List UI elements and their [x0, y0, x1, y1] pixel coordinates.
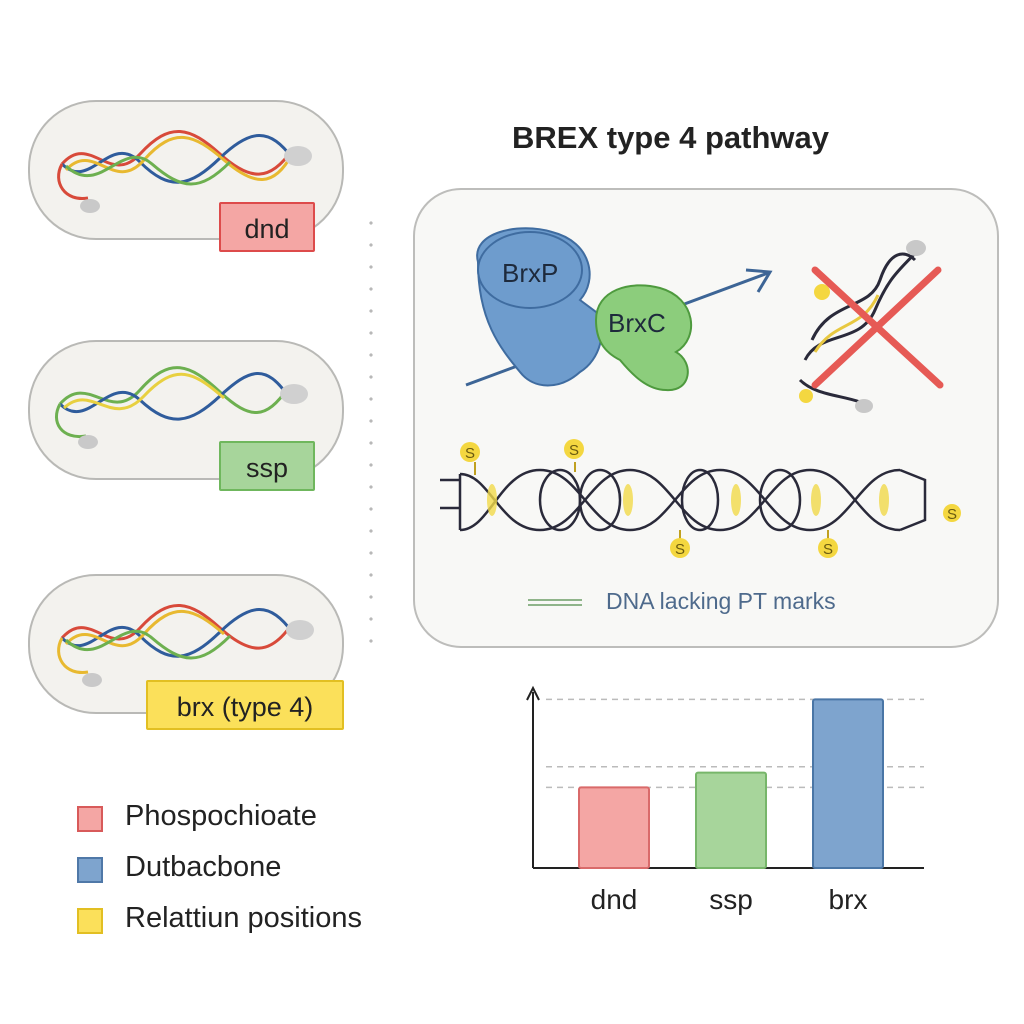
brxc-label: BrxC	[608, 308, 666, 338]
panel-caption: DNA lacking PT marks	[606, 588, 836, 614]
legend-swatch-positions	[77, 908, 103, 934]
svg-text:S: S	[823, 541, 833, 558]
svg-text:S: S	[947, 506, 957, 523]
svg-text:S: S	[569, 442, 579, 459]
brxc-protein	[594, 284, 692, 392]
gene-tag-brx: brx (type 4)	[146, 680, 344, 730]
s-mark-4: S	[818, 538, 838, 558]
gene-tag-dnd: dnd	[219, 202, 315, 252]
brxp-label: BrxP	[502, 258, 559, 288]
legend-label-backbone: Dutbacbone	[125, 851, 282, 883]
dotted-separator	[369, 212, 373, 657]
svg-text:S: S	[675, 541, 685, 558]
cleaved-dna	[798, 248, 920, 404]
gene-tag-ssp: ssp	[219, 441, 315, 491]
tick-label-brx: brx	[828, 884, 868, 915]
tick-label-dnd: dnd	[590, 884, 638, 915]
s-mark-1: S	[460, 442, 480, 462]
legend-label-positions: Relattiun positions	[125, 902, 362, 934]
s-mark-3: S	[670, 538, 690, 558]
page-title: BREX type 4 pathway	[512, 120, 829, 155]
dna-helix-dnd	[57, 129, 312, 213]
dna-helix-ssp	[54, 366, 308, 449]
s-mark-5: S	[943, 504, 961, 523]
tick-label-ssp: ssp	[709, 884, 753, 915]
cell-dnd	[28, 100, 344, 240]
cross-icon	[811, 266, 944, 389]
legend-label-phospho: Phospochioate	[125, 800, 317, 832]
legend-swatch-phospho	[77, 806, 103, 832]
svg-text:S: S	[465, 445, 475, 462]
dna-helix-long	[440, 468, 927, 532]
dna-helix-brx	[57, 603, 314, 687]
legend-swatch-backbone	[77, 857, 103, 883]
s-mark-2: S	[564, 439, 584, 459]
pt-highlights	[487, 484, 889, 516]
